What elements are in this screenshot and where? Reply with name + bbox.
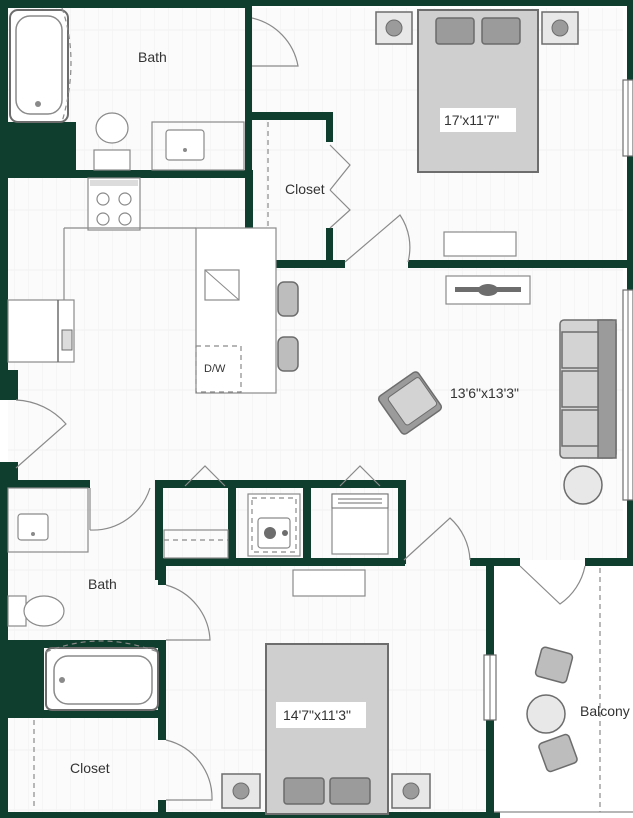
door-balcony: [519, 565, 586, 605]
armchair: [377, 371, 443, 435]
stove: [87, 177, 141, 231]
dishwasher-label: D/W: [204, 363, 226, 375]
sink-bottom: [7, 487, 89, 553]
room-label-balcony: Balcony: [580, 703, 630, 719]
toilet-top: [93, 112, 131, 171]
room-label-closet-top: Closet: [285, 181, 325, 197]
nightstand-top-right: [541, 11, 579, 45]
bathtub-top: [9, 7, 72, 123]
dresser-bottom: [292, 569, 366, 597]
dresser-top: [443, 231, 517, 257]
nightstand-bottom-right: [391, 773, 431, 809]
room-dim-living: 13'6"x13'3": [450, 385, 519, 401]
door-bedroom-top: [344, 214, 411, 263]
side-table: [563, 465, 603, 505]
fridge: [7, 299, 75, 363]
room-dim-bedroom-bottom: 14'7"x11'3": [283, 707, 351, 723]
door-bath-bottom: [89, 487, 151, 531]
toilet-bottom: [7, 595, 65, 627]
door-bedroom-bottom: [403, 517, 471, 561]
door-bath-bottom-2: [165, 584, 211, 641]
windows: [483, 79, 633, 721]
room-label-bath-bottom: Bath: [88, 576, 117, 592]
closet-bottom-fixtures: [33, 720, 213, 810]
sink-top: [151, 121, 245, 171]
balcony-furniture: [526, 646, 578, 773]
bed-top: [417, 9, 539, 173]
tv-console: [445, 275, 531, 305]
closet-top-fixtures: [267, 122, 351, 258]
laundry-closet: [163, 465, 389, 559]
bed-bottom: [265, 643, 389, 815]
bar-stool-1: [277, 281, 299, 317]
kitchen-island: [195, 227, 277, 394]
sofa: [559, 319, 617, 459]
room-label-bath-top: Bath: [138, 49, 167, 65]
bathtub-bottom: [45, 640, 159, 711]
nightstand-bottom-left: [221, 773, 261, 809]
bar-stool-2: [277, 336, 299, 372]
room-dim-bedroom-top: 17'x11'7": [444, 112, 499, 128]
counter-outline: [63, 227, 196, 300]
entry-door: [15, 399, 67, 469]
nightstand-top-left: [375, 11, 413, 45]
room-label-closet-bottom: Closet: [70, 760, 110, 776]
door-bath-top: [251, 17, 299, 67]
